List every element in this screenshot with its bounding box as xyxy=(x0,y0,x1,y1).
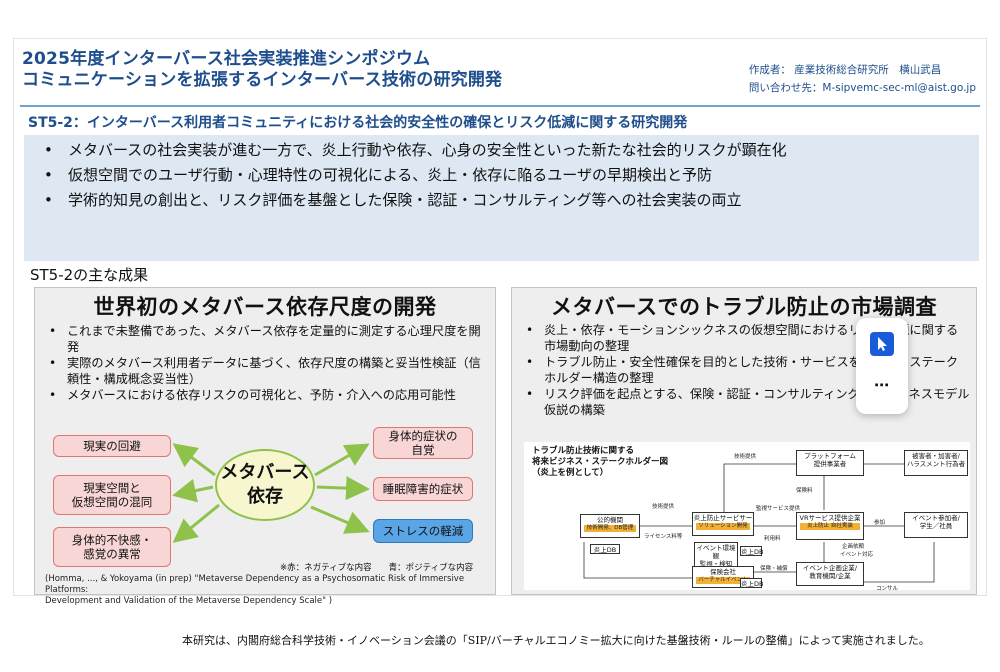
summary-box: メタバースの社会実装が進む一方で、炎上行動や依存、心身の安全性といった新たな社会… xyxy=(24,135,979,261)
dependency-scale-panel: 世界初のメタバース依存尺度の開発 これまで未整備であった、メタバース依存を定量的… xyxy=(34,287,497,606)
citation: (Homma, ..., & Yokoyama (in prep) "Metav… xyxy=(45,574,495,607)
right-panel-title: メタバースでのトラブル防止の市場調査 xyxy=(551,295,937,319)
header-divider xyxy=(20,105,980,107)
arrow xyxy=(310,505,370,534)
node-db-2: 炎上DB xyxy=(740,546,764,556)
label-license-fee: ライセンス料等 xyxy=(644,534,683,540)
label-tech-provide: 技術提供 xyxy=(734,454,757,460)
label-referral: 参加 xyxy=(874,520,886,526)
left-panel-title: 世界初のメタバース依存尺度の開発 xyxy=(93,295,437,319)
node-physical-discomfort: 身体的不快感・ 感覚の異常 xyxy=(53,527,171,567)
node-stress-relief: ストレスの軽減 xyxy=(373,519,473,543)
node-event-planner: イベント企画企業/ 教育機関/企業 xyxy=(796,562,864,586)
map-title-line-1: トラブル防止技術に関する xyxy=(532,446,635,456)
node-insurer: 保険会社 バーチャルイベント xyxy=(692,566,754,588)
node-vr-tag: 炎上防止 自社実装 xyxy=(800,523,860,530)
node-platform: プラットフォーム 提供事業者 xyxy=(796,450,864,476)
node-db-3: 炎上DB xyxy=(740,578,764,588)
diagram-arrows xyxy=(172,443,370,543)
label-insurance-sale: 保険・補償 xyxy=(760,566,788,572)
slide-header: 2025年度インターバース社会実装推進シンポジウム コミュニケーションを拡張する… xyxy=(22,49,502,91)
label-consult: コンサル xyxy=(876,586,899,592)
floating-toolbar[interactable]: ⋯ xyxy=(856,318,908,414)
citation-line-2: Development and Validation of the Metave… xyxy=(45,596,333,606)
label-insurance-pay: 保険料 xyxy=(796,488,813,494)
node-public-tag: 技術開発、DB管理 xyxy=(584,525,636,532)
map-title-line-2: 将来ビジネス・ステークホルダー図 xyxy=(532,457,669,467)
footer-note: 本研究は、内閣府総合科学技術・イノベーション会議の「SIP/バーチャルエコノミー… xyxy=(182,634,930,647)
center-line-1: メタバース xyxy=(220,462,310,483)
arrow xyxy=(172,478,214,503)
node-reality-confusion: 現実空間と 仮想空間の混同 xyxy=(53,475,171,515)
more-options-icon[interactable]: ⋯ xyxy=(874,376,890,394)
node-event-solution: イベント環境観 監視・検知 ソリューション xyxy=(694,542,738,584)
stakeholder-map: トラブル防止技術に関する 将来ビジネス・ステークホルダー図 （炎上を例として） xyxy=(524,442,970,592)
map-connectors xyxy=(583,463,935,583)
arrow xyxy=(316,476,370,501)
summary-bullet: メタバースの社会実装が進む一方で、炎上行動や依存、心身の安全性といった新たな社会… xyxy=(44,139,979,161)
center-line-2: 依存 xyxy=(246,486,283,507)
node-service-tag: ソリューション開発 xyxy=(696,523,750,530)
node-vr-company: VRサービス提供企業 炎上防止 自社実装 xyxy=(796,512,864,540)
label-tech-offer: 技術提供 xyxy=(652,504,675,510)
author: 作成者： 産業技術総合研究所 横山武昌 xyxy=(748,64,942,76)
node-insurer-tag: バーチャルイベント xyxy=(696,577,750,584)
node-service-label: 炎上防止サービサー xyxy=(693,514,753,522)
node-vr-label: VRサービス提供企業 xyxy=(799,514,861,522)
arrow xyxy=(172,503,220,543)
connector xyxy=(723,463,796,512)
section-title: ST5-2：インターバース利用者コミュニティにおける社会的安全性の確保とリスク低… xyxy=(28,115,688,131)
map-title: トラブル防止技術に関する 将来ビジネス・ステークホルダー図 （炎上を例として） xyxy=(532,446,668,479)
arrow xyxy=(172,443,216,477)
label-monitor-service: 監視サービス提供 xyxy=(756,506,801,512)
label-use-fee: 利用料 xyxy=(764,536,781,542)
left-bullet: これまで未整備であった、メタバース依存を定量的に測定する心理尺度を開発 xyxy=(43,323,483,355)
left-bullet: メタバースにおける依存リスクの可視化と、予防・介入への応用可能性 xyxy=(43,387,483,403)
author-info: 作成者： 産業技術総合研究所 横山武昌 問い合わせ先：M-sipvemc-sec… xyxy=(749,61,976,97)
left-bullet: 実際のメタバース利用者データに基づく、依存尺度の構築と妥当性検証（信頼性・構成概… xyxy=(43,355,483,387)
title-line-2: コミュニケーションを拡張するインターバース技術の研究開発 xyxy=(22,70,503,90)
arrow xyxy=(314,443,370,477)
connector xyxy=(864,542,935,583)
summary-bullet: 学術的知見の創出と、リスク評価を基盤とした保険・認証・コンサルティング等への社会… xyxy=(44,189,979,211)
results-heading: ST5-2の主な成果 xyxy=(30,266,149,284)
color-legend: ※赤：ネガティブな内容 青：ポジティブな内容 xyxy=(280,563,474,573)
node-public-label: 公的機関 xyxy=(597,516,623,524)
node-victim: 被害者・加害者/ ハラスメント行為者 xyxy=(904,450,968,476)
market-research-panel: メタバースでのトラブル防止の市場調査 炎上・依存・モーションシックネスの仮想空間… xyxy=(511,287,977,595)
node-event-participant: イベント参加者/ 学生／社員 xyxy=(904,512,968,538)
node-db-1: 炎上DB xyxy=(590,544,620,554)
node-sleep-disorder: 睡眠障害的症状 xyxy=(373,477,473,501)
node-physical-symptoms: 身体的症状の 自覚 xyxy=(373,427,473,459)
node-insurer-label: 保険会社 xyxy=(710,568,736,576)
right-bullet: トラブル防止・安全性確保を目的とした技術・サービスを軸とするステークホルダー構造… xyxy=(520,354,970,386)
summary-bullet: 仮想空間でのユーザ行動・心理特性の可視化による、炎上・依存に陥るユーザの早期検出… xyxy=(44,164,979,186)
node-public-agency: 公的機関 技術開発、DB管理 xyxy=(580,514,640,538)
title-line-1: 2025年度インターバース社会実装推進シンポジウム xyxy=(22,49,431,69)
node-reality-avoidance: 現実の回避 xyxy=(53,435,171,457)
right-bullet: 炎上・依存・モーションシックネスの仮想空間におけるリスク課題に関する市場動向の整… xyxy=(520,322,970,354)
label-event-offer: イベント対応 xyxy=(840,552,874,558)
cursor-tool-button[interactable] xyxy=(870,332,894,356)
center-node: メタバース依存 xyxy=(215,449,315,521)
label-planning: 企画依頼 xyxy=(842,544,865,550)
node-service: 炎上防止サービサー ソリューション開発 xyxy=(692,512,754,536)
contact: 問い合わせ先：M-sipvemc-sec-ml@aist.go.jp xyxy=(748,82,976,94)
connector xyxy=(583,542,694,579)
cursor-icon xyxy=(878,337,887,351)
map-title-line-3: （炎上を例として） xyxy=(532,468,609,478)
dependency-diagram: 現実の回避 現実空間と 仮想空間の混同 身体的不快感・ 感覚の異常 メタバース依… xyxy=(35,423,497,573)
citation-line-1: (Homma, ..., & Yokoyama (in prep) "Metav… xyxy=(45,574,465,595)
slide: 2025年度インターバース社会実装推進シンポジウム コミュニケーションを拡張する… xyxy=(13,38,987,606)
